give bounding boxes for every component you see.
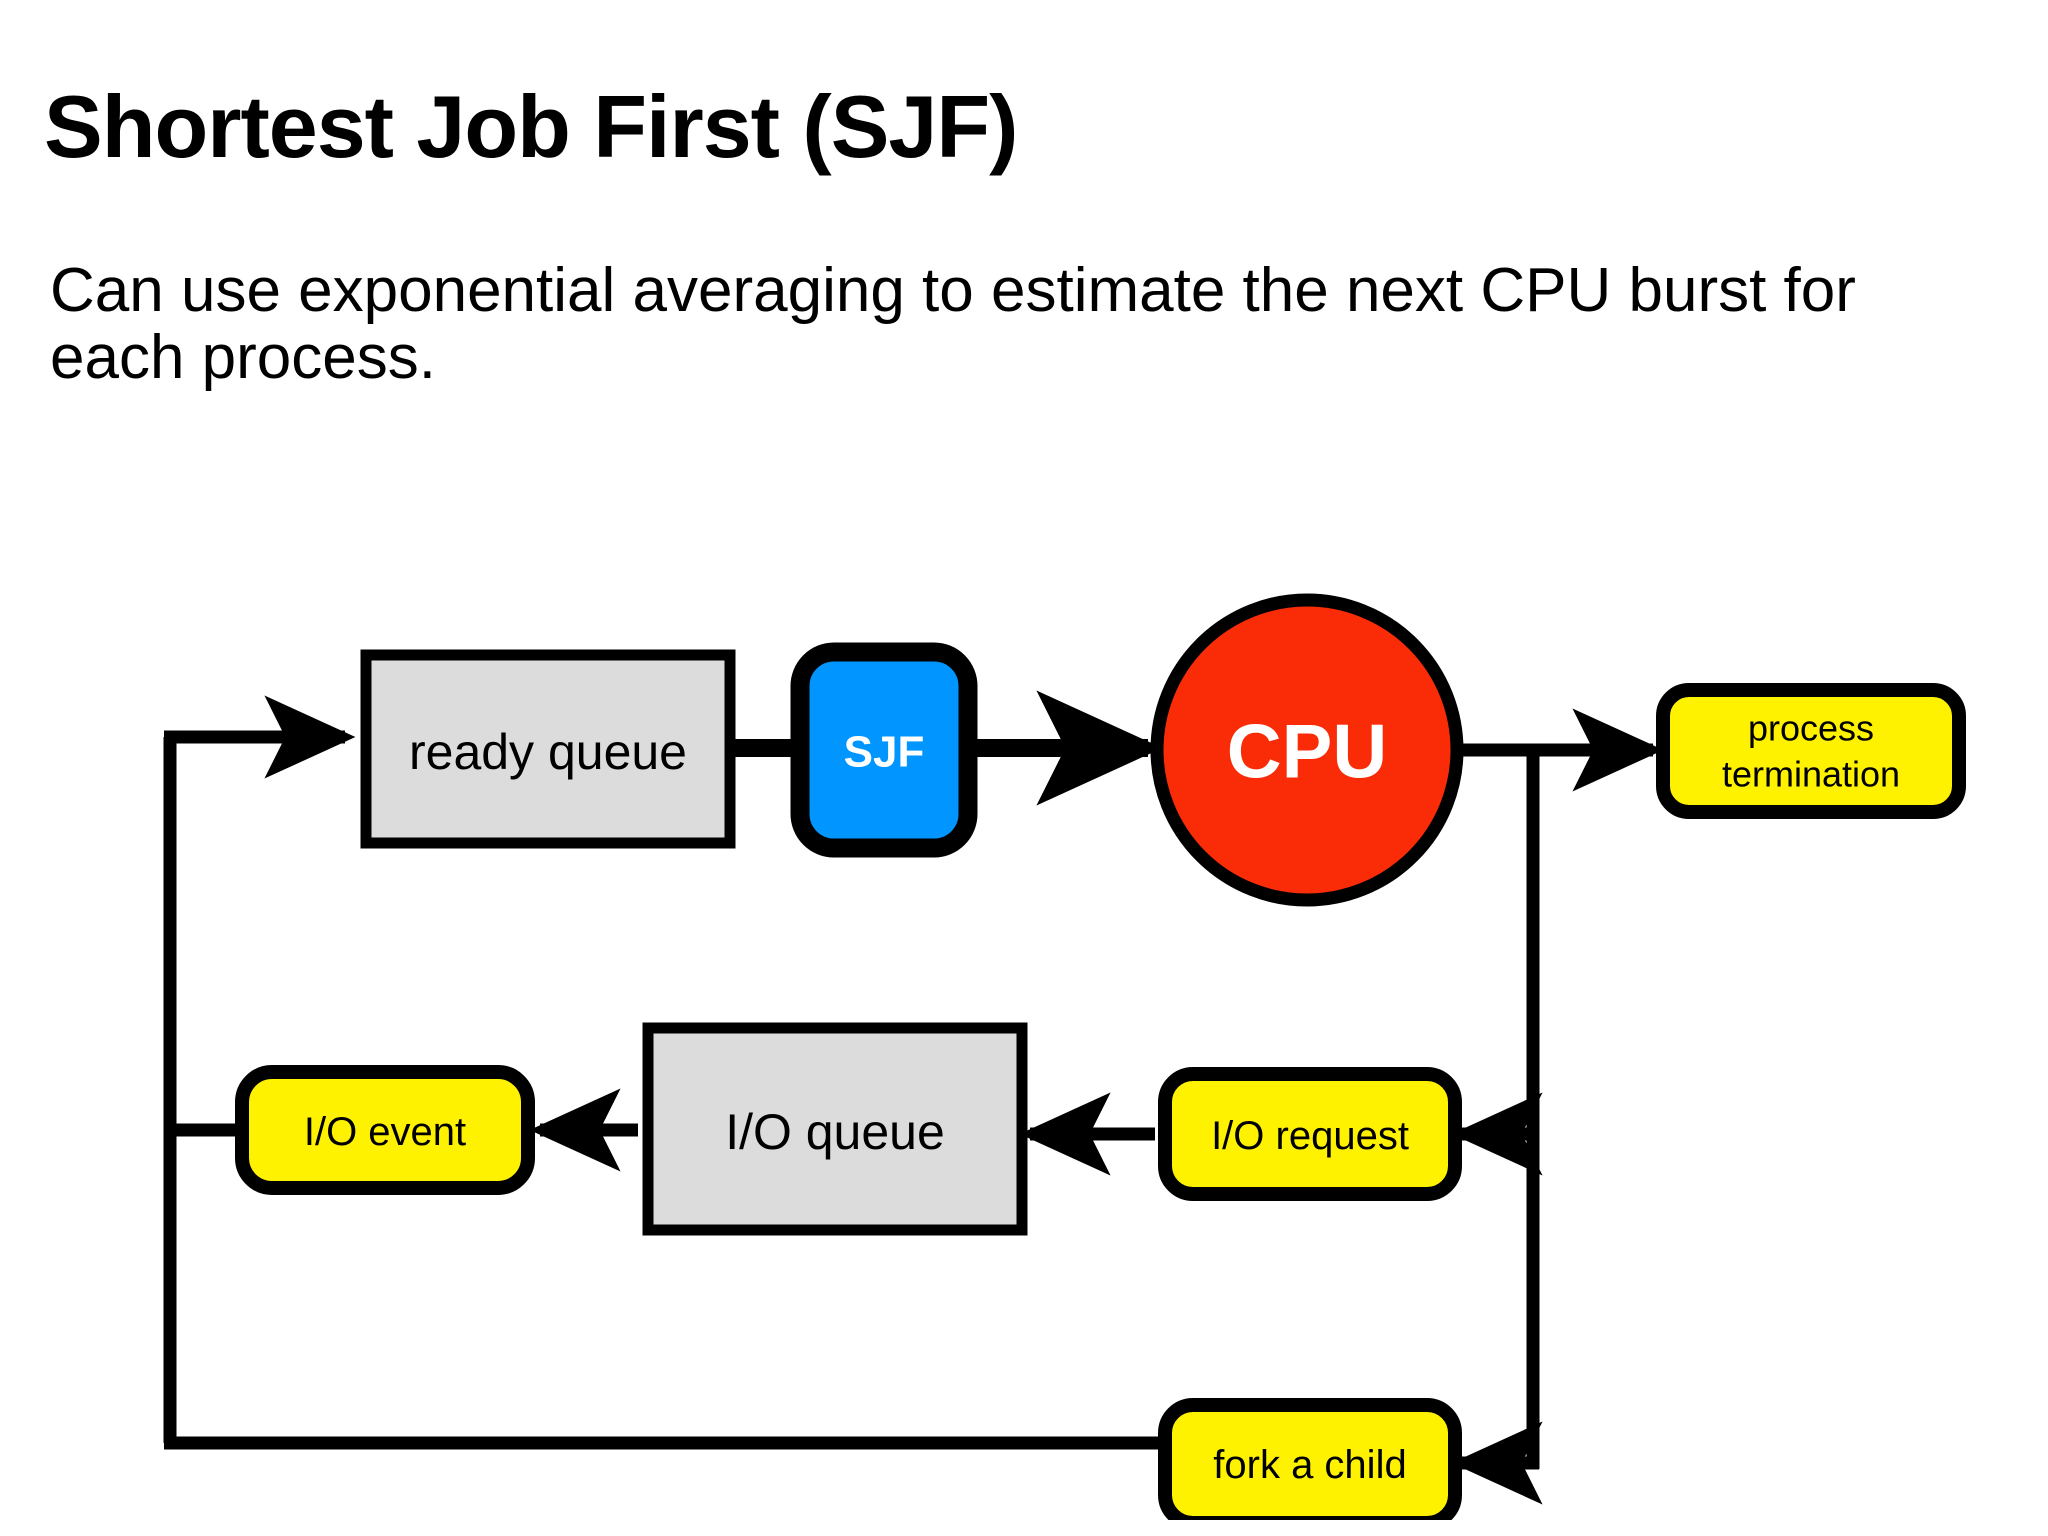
io-queue-label: I/O queue	[725, 1104, 945, 1160]
slide-subtitle: Can use exponential averaging to estimat…	[50, 256, 1856, 392]
io-event-label: I/O event	[304, 1110, 466, 1154]
cpu-label: CPU	[1227, 710, 1387, 795]
node-sjf[interactable]: SJF	[790, 642, 978, 858]
node-cpu[interactable]: CPU	[1150, 593, 1464, 907]
node-io-queue[interactable]: I/O queue	[642, 1022, 1028, 1236]
process-termination-label-line2: termination	[1722, 754, 1900, 795]
process-termination-label-line1: process	[1748, 708, 1874, 749]
sjf-label: SJF	[844, 728, 925, 777]
node-io-event[interactable]: I/O event	[235, 1065, 535, 1195]
fork-a-child-label: fork a child	[1213, 1443, 1406, 1487]
cpu-circle[interactable]	[1150, 593, 1464, 907]
node-process-termination[interactable]: process termination	[1656, 683, 1966, 819]
ready-queue-box[interactable]	[360, 649, 736, 849]
node-io-request[interactable]: I/O request	[1158, 1067, 1462, 1201]
ready-queue-label: ready queue	[409, 724, 687, 780]
node-ready-queue[interactable]: ready queue	[360, 649, 736, 849]
fork-a-child-box[interactable]	[1158, 1398, 1462, 1520]
io-event-box[interactable]	[235, 1065, 535, 1195]
io-request-box[interactable]	[1158, 1067, 1462, 1201]
page-title: Shortest Job First (SJF)	[44, 76, 1018, 176]
sjf-box[interactable]	[790, 642, 978, 858]
io-queue-box[interactable]	[642, 1022, 1028, 1236]
scheduling-diagram: ready queue SJF CPU process termination	[0, 560, 2048, 1520]
process-termination-box[interactable]	[1656, 683, 1966, 819]
node-fork-a-child[interactable]: fork a child	[1158, 1398, 1462, 1520]
io-request-label: I/O request	[1211, 1114, 1409, 1158]
